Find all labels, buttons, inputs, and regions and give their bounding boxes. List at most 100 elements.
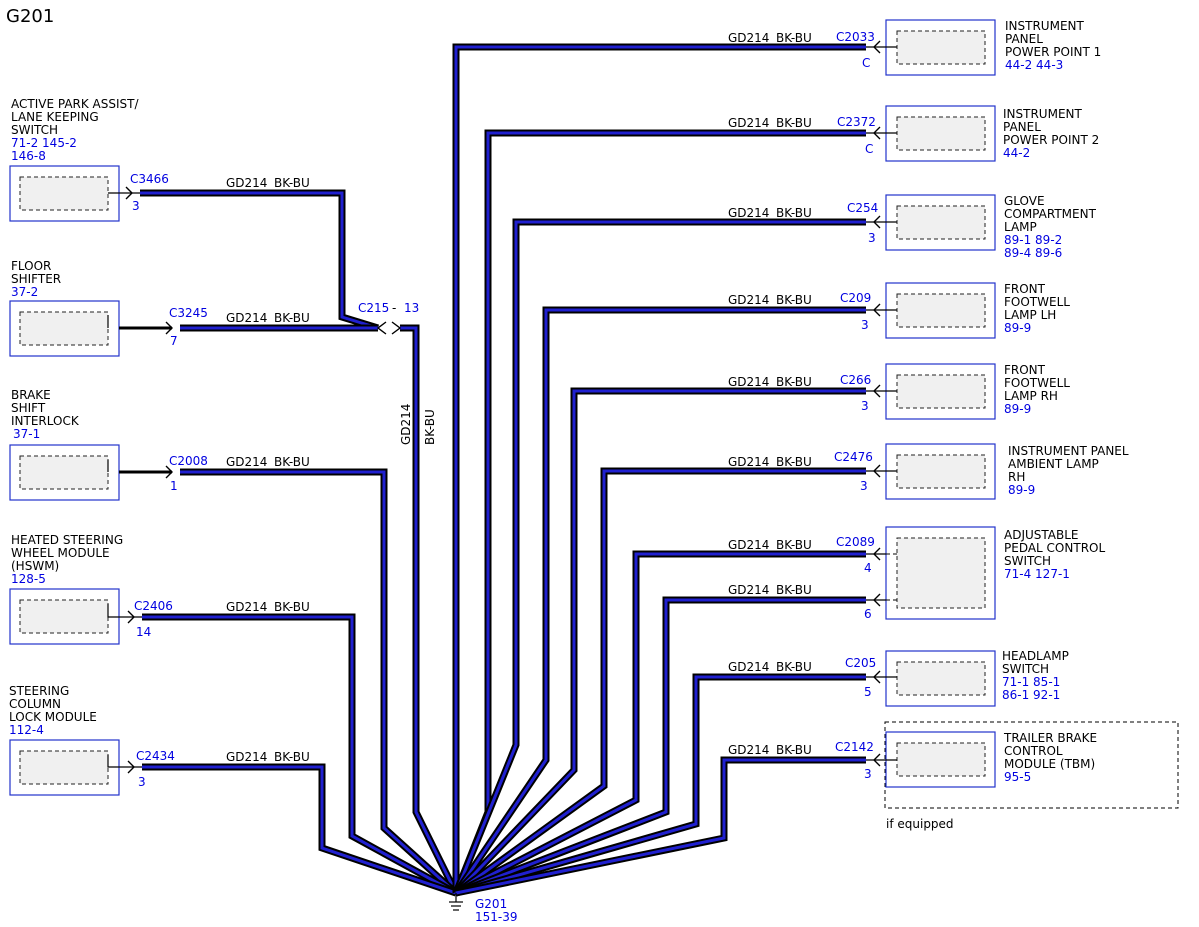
wire-label-code: GD214 <box>728 660 769 674</box>
component-heated-steering-wheel-module[interactable]: HEATED STEERING WHEEL MODULE (HSWM) 128-… <box>9 533 173 645</box>
component-name: PEDAL CONTROL <box>1004 541 1105 555</box>
pin-label: 3 <box>860 479 868 493</box>
wire-label-code: GD214 <box>226 311 267 325</box>
wire-label-code: GD214 <box>728 455 769 469</box>
component-ref: 37-1 <box>13 427 40 441</box>
component-ref: 37-2 <box>11 285 38 299</box>
component-name: FOOTWELL <box>1004 295 1070 309</box>
wire-label-color: BK-BU <box>274 750 310 764</box>
component-floor-shifter[interactable]: FLOOR SHIFTER 37-2 C3245 7 <box>9 259 208 357</box>
component-name: BRAKE <box>11 388 51 402</box>
splice-separator: - <box>392 301 396 315</box>
wire-label-code: GD214 <box>226 750 267 764</box>
vertical-wire-code: GD214 <box>399 404 413 445</box>
ground-g201[interactable]: G201 151-39 <box>449 893 518 924</box>
component-name: (HSWM) <box>11 559 59 573</box>
splice-name: C215 <box>358 301 389 315</box>
wire-label-code: GD214 <box>728 293 769 307</box>
component-instrument-panel-ambient-lamp-rh[interactable]: C2476 3 INSTRUMENT PANEL AMBIENT LAMP RH… <box>834 443 1129 500</box>
component-name: ADJUSTABLE <box>1004 528 1079 542</box>
component-name: WHEEL MODULE <box>11 546 110 560</box>
connector-label: C3466 <box>130 172 169 186</box>
component-name: PANEL <box>1003 120 1041 134</box>
component-name: FRONT <box>1004 363 1046 377</box>
wire-label-code: GD214 <box>728 583 769 597</box>
connector-label: C2406 <box>134 599 173 613</box>
optional-equipment-frame <box>884 721 1179 809</box>
component-name: HEATED STEERING <box>11 533 123 547</box>
wire-label-color: BK-BU <box>776 743 812 757</box>
pin-label: 3 <box>864 767 872 781</box>
component-name: HEADLAMP <box>1002 649 1069 663</box>
component-name: INTERLOCK <box>11 414 80 428</box>
wire-label-code: GD214 <box>728 538 769 552</box>
wire-label-color: BK-BU <box>776 206 812 220</box>
component-name: INSTRUMENT <box>1003 107 1082 121</box>
pin-label: 3 <box>861 318 869 332</box>
component-name: SWITCH <box>11 123 58 137</box>
wire-labels: GD214 BK-BU GD214 BK-BU GD214 BK-BU GD21… <box>226 31 812 764</box>
component-headlamp-switch[interactable]: C205 5 HEADLAMP SWITCH 71-1 85-1 86-1 92… <box>845 649 1069 707</box>
ground-name: G201 <box>475 897 507 911</box>
connector-label: C2033 <box>836 30 875 44</box>
component-ref: 89-4 89-6 <box>1004 246 1062 260</box>
component-name: CONTROL <box>1004 744 1063 758</box>
component-ref: 71-2 145-2 <box>11 136 77 150</box>
connector-label: C2372 <box>837 115 876 129</box>
pin-label: 3 <box>861 399 869 413</box>
wire-label-code: GD214 <box>728 743 769 757</box>
component-name: LAMP LH <box>1004 308 1056 322</box>
component-front-footwell-lamp-rh[interactable]: C266 3 FRONT FOOTWELL LAMP RH 89-9 <box>840 363 1070 420</box>
component-ref: 44-2 <box>1003 146 1030 160</box>
wire-label-color: BK-BU <box>776 293 812 307</box>
pin-label: 7 <box>170 334 178 348</box>
component-name: MODULE (TBM) <box>1004 757 1095 771</box>
connector-label: C2089 <box>836 535 875 549</box>
wire-label-code: GD214 <box>226 600 267 614</box>
component-instrument-panel-power-point-1[interactable]: C2033 C INSTRUMENT PANEL POWER POINT 1 4… <box>836 19 1101 76</box>
component-ref: 71-1 85-1 <box>1002 675 1060 689</box>
component-glove-compartment-lamp[interactable]: C254 3 GLOVE COMPARTMENT LAMP 89-1 89-2 … <box>847 194 1097 260</box>
if-equipped-note: if equipped <box>886 817 954 831</box>
wire-label-color: BK-BU <box>776 455 812 469</box>
component-adjustable-pedal-control-switch[interactable]: C2089 4 6 ADJUSTABLE PEDAL CONTROL SWITC… <box>836 526 1105 621</box>
component-active-park-assist-switch[interactable]: ACTIVE PARK ASSIST/ LANE KEEPING SWITCH … <box>9 97 169 222</box>
component-steering-column-lock-module[interactable]: STEERING COLUMN LOCK MODULE 112-4 C2434 … <box>9 684 175 796</box>
connector-label: C266 <box>840 373 871 387</box>
pin-label: 3 <box>868 231 876 245</box>
component-ref: 128-5 <box>11 572 46 586</box>
wire-label-code: GD214 <box>728 31 769 45</box>
splice-pin: 13 <box>404 301 419 315</box>
wire-label-color: BK-BU <box>274 455 310 469</box>
pin-label: 3 <box>138 775 146 789</box>
pin-label: 14 <box>136 625 151 639</box>
component-ref: 44-2 44-3 <box>1005 58 1063 72</box>
component-name: COLUMN <box>9 697 61 711</box>
component-instrument-panel-power-point-2[interactable]: C2372 C INSTRUMENT PANEL POWER POINT 2 4… <box>837 105 1099 162</box>
pin-label: 3 <box>132 199 140 213</box>
component-ref: 89-9 <box>1004 402 1031 416</box>
component-brake-shift-interlock[interactable]: BRAKE SHIFT INTERLOCK 37-1 C2008 1 <box>9 388 208 501</box>
component-ref: 95-5 <box>1004 770 1031 784</box>
component-trailer-brake-control-module[interactable]: C2142 3 TRAILER BRAKE CONTROL MODULE (TB… <box>835 721 1179 831</box>
component-name: RH <box>1008 470 1025 484</box>
component-ref: 71-4 127-1 <box>1004 567 1070 581</box>
component-name: FRONT <box>1004 282 1046 296</box>
wire-label-color: BK-BU <box>776 538 812 552</box>
pin-label: C <box>862 56 870 70</box>
component-name: SWITCH <box>1002 662 1049 676</box>
connector-label: C2476 <box>834 450 873 464</box>
wire-label-code: GD214 <box>728 375 769 389</box>
wire-label-color: BK-BU <box>776 660 812 674</box>
component-name: SHIFT <box>11 401 46 415</box>
connector-label: C2008 <box>169 454 208 468</box>
component-ref: 86-1 92-1 <box>1002 688 1060 702</box>
component-ref: 89-1 89-2 <box>1004 233 1062 247</box>
splice-c215: C215 - 13 <box>358 301 419 335</box>
pin-label: 1 <box>170 479 178 493</box>
component-front-footwell-lamp-lh[interactable]: C209 3 FRONT FOOTWELL LAMP LH 89-9 <box>840 282 1070 339</box>
component-name: STEERING <box>9 684 69 698</box>
pin-label: C <box>865 142 873 156</box>
component-name: COMPARTMENT <box>1004 207 1097 221</box>
wire-label-code: GD214 <box>226 176 267 190</box>
